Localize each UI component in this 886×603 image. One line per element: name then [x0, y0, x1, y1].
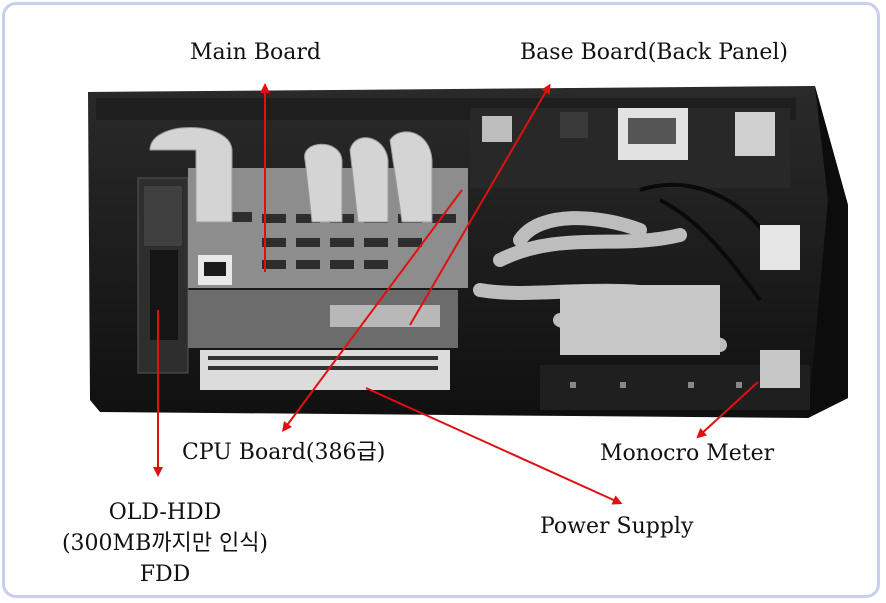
arrow-power-supply [365, 387, 623, 505]
arrow-cpu-board [282, 189, 463, 433]
power-supply-unit [560, 285, 720, 355]
label-hdd-line3: FDD [139, 562, 191, 587]
annotation-arrows [153, 83, 759, 505]
front-panel [540, 350, 810, 410]
drive-bay [137, 177, 189, 374]
label-power-supply: Power Supply [540, 514, 694, 539]
arrow-base-board [409, 83, 551, 326]
label-cpu-board: CPU Board(386급) [182, 440, 386, 465]
ribbon-cables [149, 127, 433, 223]
label-hdd-line2: (300MB까지만 인식) [61, 531, 269, 556]
label-base-board: Base Board(Back Panel) [520, 40, 788, 65]
label-monocro-meter: Monocro Meter [600, 441, 775, 466]
base-board-area [470, 108, 790, 188]
label-main-board: Main Board [190, 40, 321, 65]
connector-block [760, 225, 800, 270]
label-hdd-line1: OLD-HDD [108, 500, 222, 525]
monocro-meter-device [760, 350, 800, 388]
arrow-monocro-meter [696, 381, 759, 439]
cpu-board-area [188, 290, 458, 390]
